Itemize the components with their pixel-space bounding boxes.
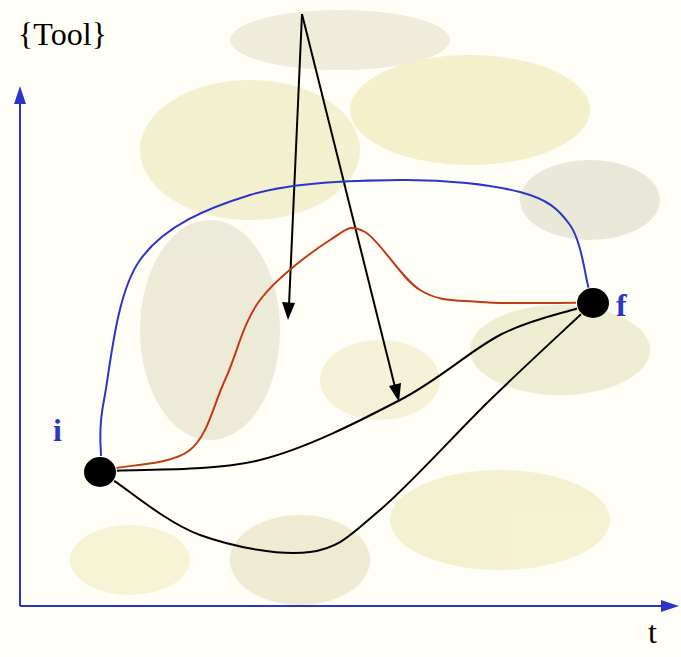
point-dot: [576, 287, 610, 319]
history-curve: [117, 309, 577, 471]
history-curve: [100, 180, 588, 456]
history-curve: [117, 228, 577, 468]
state-point: f: [576, 287, 610, 319]
state-point: i: [83, 456, 117, 488]
history-curve: [114, 314, 581, 553]
axis-label: t: [648, 616, 657, 648]
point-label: f: [616, 289, 627, 321]
axis-label: {Tool}: [18, 18, 107, 50]
point-label: i: [53, 414, 62, 446]
point-dot: [83, 456, 117, 488]
